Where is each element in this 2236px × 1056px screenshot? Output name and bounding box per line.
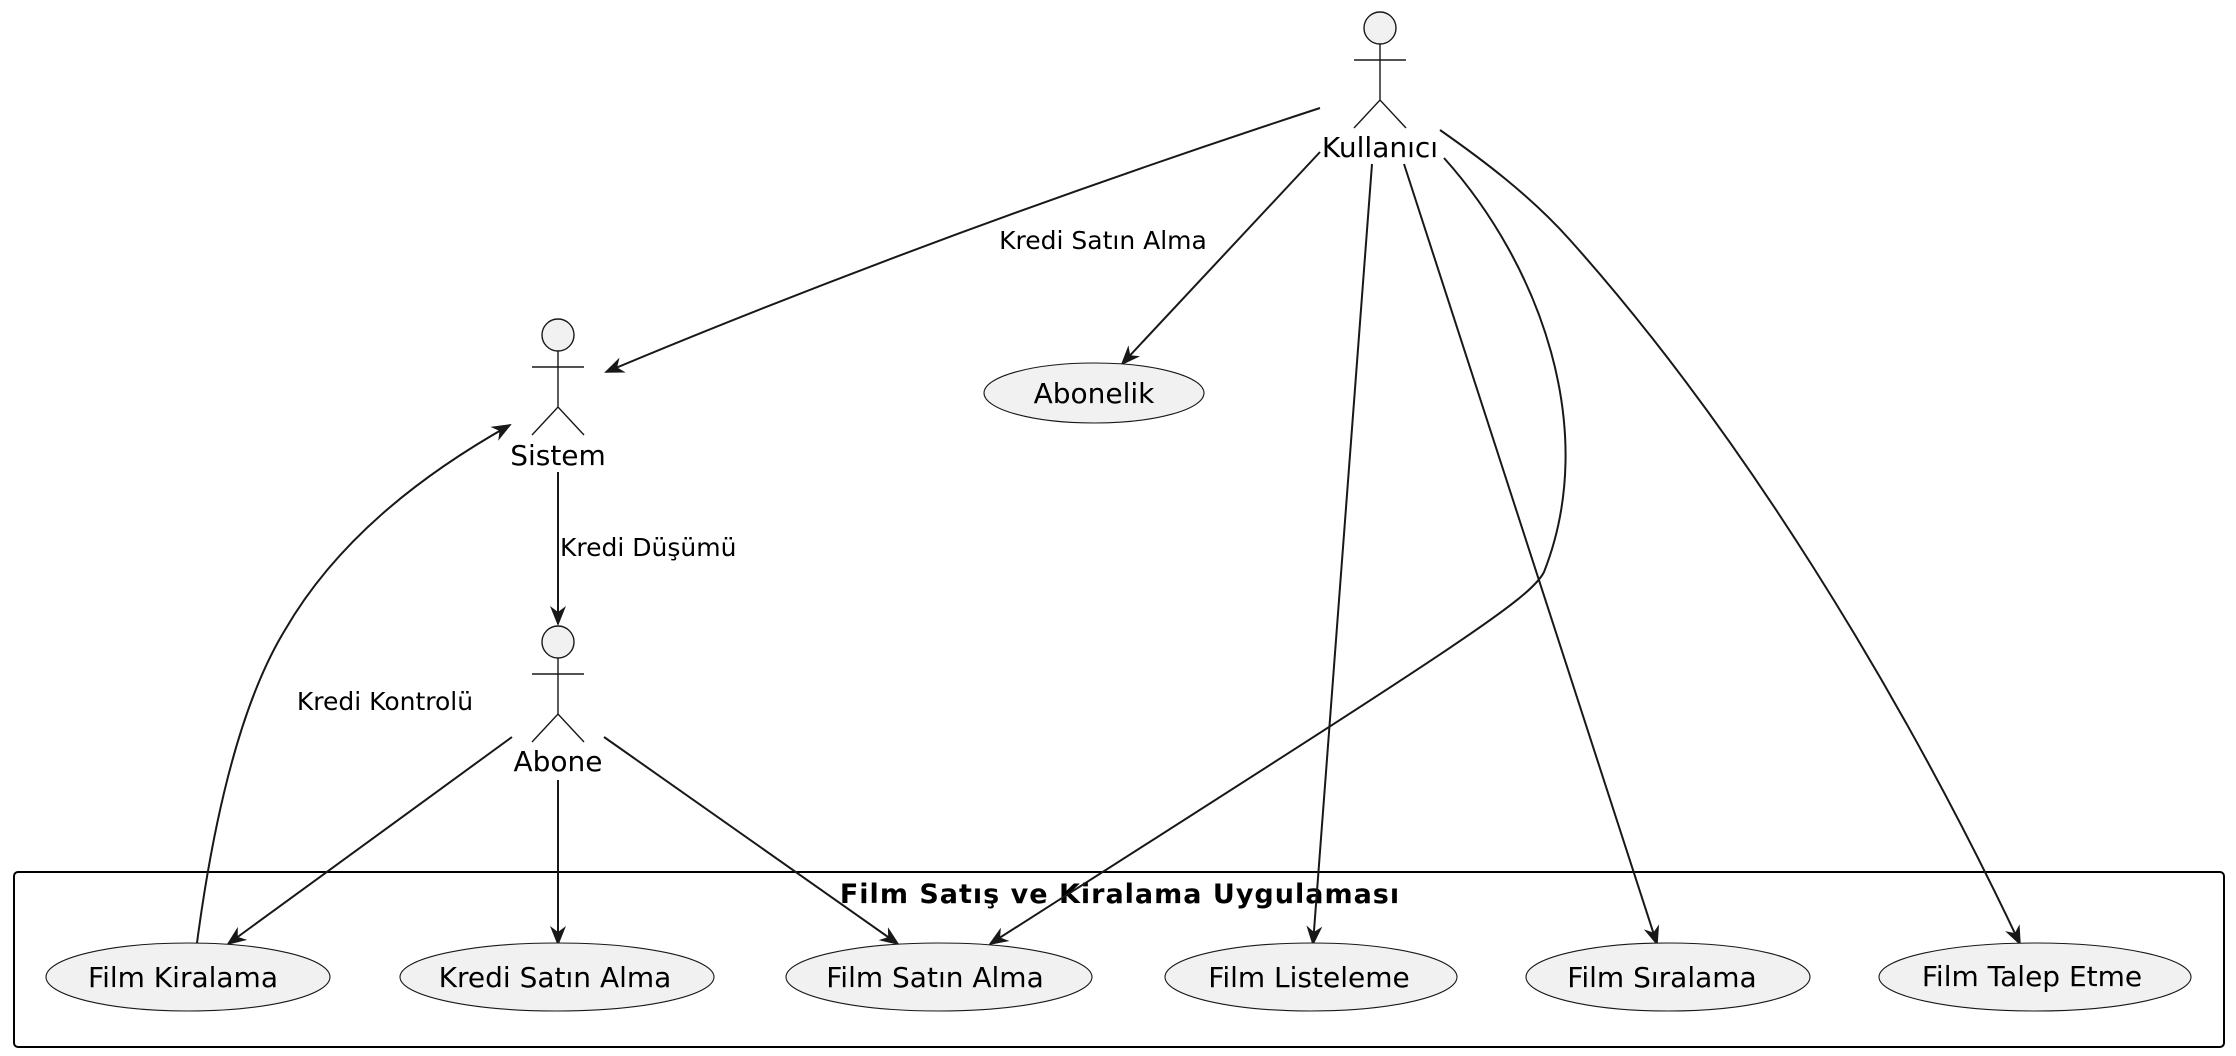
actor-label: Kullanıcı: [1322, 131, 1438, 164]
package-frame: Film Satış ve Kiralama Uygulaması: [13, 871, 2225, 1048]
use-case-film-kiralama: Film Kiralama: [45, 942, 331, 1012]
edge-film-kiralama-sistem: [191, 424, 512, 984]
use-case-label: Film Kiralama: [88, 961, 278, 994]
edge-label-kredi-dusumu: Kredi Düşümü: [560, 533, 736, 562]
use-case-label: Film Sıralama: [1567, 961, 1756, 994]
actor-body: [1353, 44, 1407, 129]
use-case-label: Film Satın Alma: [826, 961, 1044, 994]
actor-head: [1363, 11, 1397, 45]
use-case-film-satin-alma: Film Satın Alma: [785, 942, 1093, 1012]
use-case-film-listeleme: Film Listeleme: [1164, 942, 1458, 1012]
actor-label: Abone: [513, 745, 602, 778]
use-case-ellipse: [45, 942, 331, 1012]
actor-head: [541, 625, 575, 659]
edge-label-kredi-satin-alma: Kredi Satın Alma: [999, 226, 1207, 255]
use-case-ellipse: [785, 942, 1093, 1012]
actor-body: [531, 351, 585, 436]
package-title: Film Satış ve Kiralama Uygulaması: [840, 879, 1400, 910]
edge-kullanici-abonelik: [1120, 151, 1321, 366]
edge-kullanici-film-satin-alma: [988, 157, 1567, 946]
actor-label: Sistem: [510, 439, 606, 472]
edge-kullanici-film-siralama: [1403, 163, 1660, 946]
actor-kullanici: Kullanıcı: [1322, 11, 1438, 164]
actor-sistem: Sistem: [510, 318, 606, 472]
use-case-label: Film Talep Etme: [1922, 960, 2142, 993]
edge-kullanici-sistem: [604, 107, 1321, 373]
edges: [191, 107, 2021, 984]
use-case-ellipse: [1878, 942, 2192, 1012]
use-case-label: Film Listeleme: [1208, 961, 1409, 994]
edge-abone-film-satin-alma: [603, 736, 900, 946]
edge-abone-film-kiralama: [226, 736, 513, 946]
edge-label-kredi-kontrolu: Kredi Kontrolü: [297, 687, 473, 716]
use-case-film-siralama: Film Sıralama: [1525, 942, 1811, 1012]
actor-body: [531, 658, 585, 743]
use-case-ellipse: [1164, 942, 1458, 1012]
actor-head: [541, 318, 575, 352]
edge-kullanici-film-talep-etme: [1439, 129, 2021, 946]
edge-kullanici-film-listeleme: [1306, 163, 1373, 946]
use-case-label: Abonelik: [1034, 377, 1156, 410]
use-case-ellipse: [983, 362, 1205, 424]
use-case-label: Kredi Satın Alma: [439, 961, 672, 994]
use-case-ellipse: [399, 942, 715, 1012]
use-case-kredi-satin-alma: Kredi Satın Alma: [399, 942, 715, 1012]
use-case-ellipse: [1525, 942, 1811, 1012]
use-case-abonelik: Abonelik: [983, 362, 1205, 424]
edge-labels: Kredi Satın Alma Kredi Düşümü Kredi Kont…: [297, 226, 1207, 716]
use-case-film-talep-etme: Film Talep Etme: [1878, 942, 2192, 1012]
actor-abone: Abone: [513, 625, 603, 778]
